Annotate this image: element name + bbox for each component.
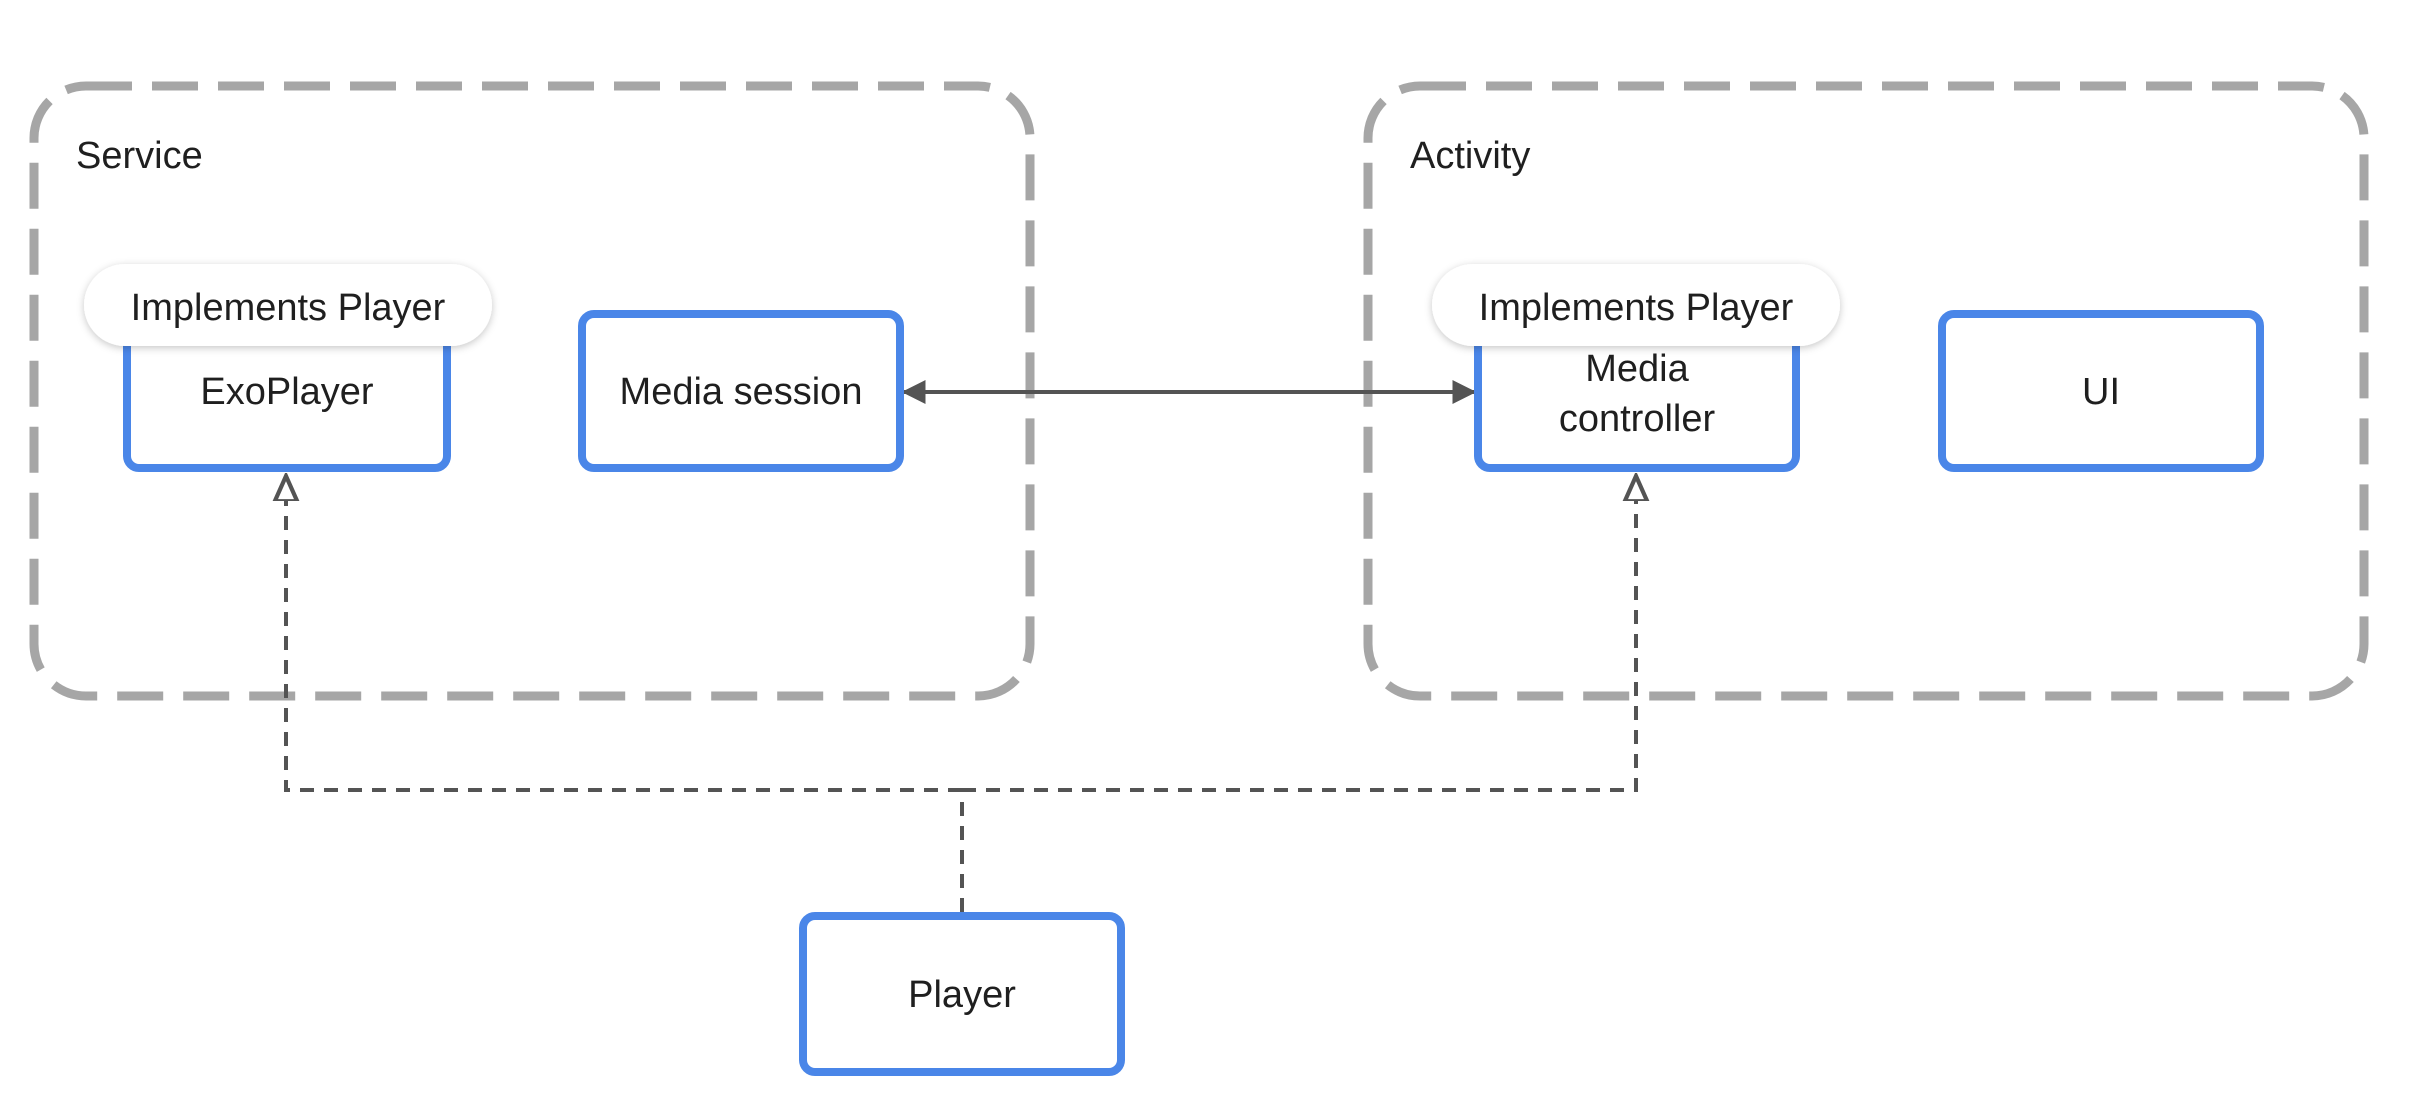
player-node: Player [799, 912, 1125, 1076]
player-label: Player [908, 974, 1016, 1016]
media-controller-label-line1: Media [1585, 348, 1689, 390]
exoplayer-label: ExoPlayer [200, 371, 374, 413]
player-to-media-controller-edge [962, 476, 1636, 792]
ui-node: UI [1938, 310, 2264, 472]
media-session-label: Media session [620, 371, 863, 413]
media-controller-badge: Implements Player [1432, 264, 1840, 346]
exoplayer-badge-label: Implements Player [131, 287, 446, 329]
service-group-label: Service [76, 135, 203, 177]
ui-label: UI [2082, 371, 2120, 413]
media-controller-label-line2: controller [1559, 398, 1716, 440]
activity-group-label: Activity [1410, 135, 1530, 177]
player-to-exoplayer-edge [286, 476, 962, 792]
media-controller-node: Media controller [1474, 308, 1800, 472]
exoplayer-badge: Implements Player [84, 264, 492, 346]
media-controller-badge-label: Implements Player [1479, 287, 1794, 329]
media-session-node: Media session [578, 310, 904, 472]
